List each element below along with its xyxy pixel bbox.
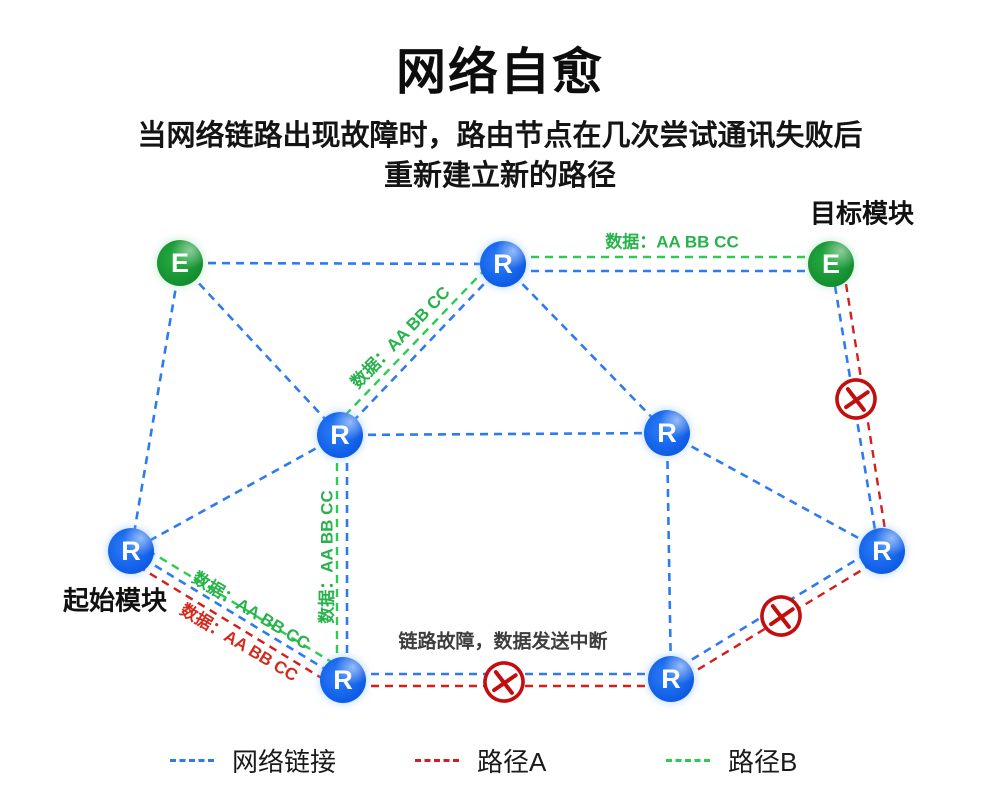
page-subtitle: 当网络链路出现故障时，路由节点在几次尝试通讯失败后 重新建立新的路径 xyxy=(0,116,1000,196)
router-node: R xyxy=(108,528,154,574)
data-packet-label: 数据：AA BB CC xyxy=(317,490,337,624)
link-failure-x-icon xyxy=(835,378,877,420)
router-node: R xyxy=(648,656,694,702)
module-label: 起始模块 xyxy=(62,585,168,616)
edge-network-link xyxy=(339,431,668,437)
router-node: R xyxy=(859,528,905,574)
link-failure-x-icon xyxy=(483,661,525,703)
endpoint-node: E xyxy=(808,241,854,287)
edge-path-b xyxy=(332,257,497,429)
edge-network-link xyxy=(502,263,668,434)
endpoint-node: E xyxy=(157,240,203,286)
edge-network-link xyxy=(179,262,341,436)
router-node: R xyxy=(480,241,526,287)
edge-network-link xyxy=(665,432,673,680)
data-packet-label: 数据：AA BB CC xyxy=(605,232,739,252)
page-title: 网络自愈 xyxy=(396,44,604,100)
edge-network-link xyxy=(129,262,182,552)
module-label: 目标模块 xyxy=(809,198,915,229)
router-node: R xyxy=(320,657,366,703)
fault-annotation: 链路故障，数据发送中断 xyxy=(398,631,608,653)
router-node: R xyxy=(317,412,363,458)
subtitle-line-2: 重新建立新的路径 xyxy=(383,160,616,192)
router-node: R xyxy=(644,410,690,456)
edge-network-link xyxy=(339,263,504,436)
edge-network-link xyxy=(130,433,341,553)
link-failure-x-icon xyxy=(760,595,802,637)
edge-network-link xyxy=(666,431,883,553)
edge-network-link xyxy=(179,261,504,266)
subtitle-line-1: 当网络链路出现故障时，路由节点在几次尝试通讯失败后 xyxy=(137,120,863,152)
